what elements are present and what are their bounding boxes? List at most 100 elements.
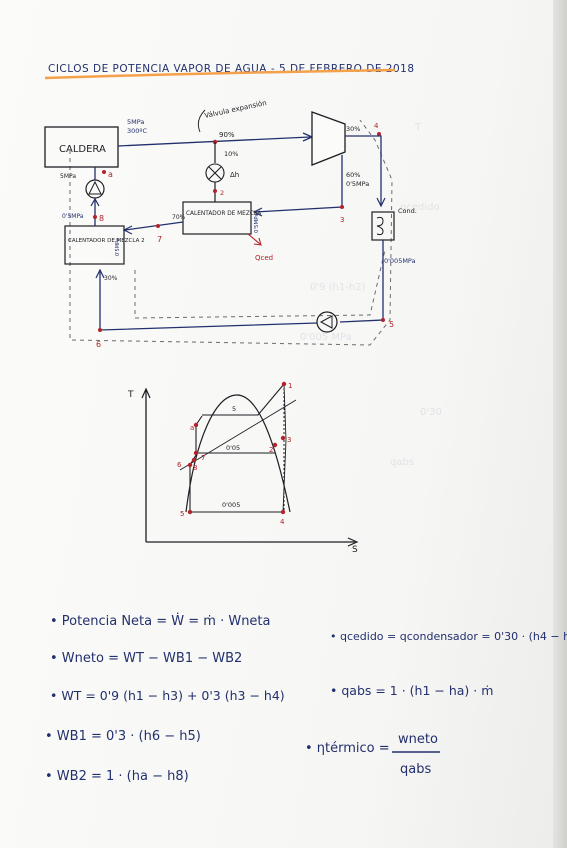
arrow-head <box>90 197 100 207</box>
split-main-pct: 90% <box>219 131 235 139</box>
arrow-head <box>95 268 105 279</box>
ts-iso-005: 0'05 <box>226 444 240 452</box>
ts-point-2: 2 <box>269 446 273 454</box>
turbine-extract-pressure: 0'5MPa <box>346 180 369 188</box>
point-5-label: 5 <box>389 320 394 329</box>
eq-eta-numerator: wneto <box>398 732 438 747</box>
arrow-head <box>253 237 262 246</box>
line-extraction <box>254 155 343 213</box>
ts-isobar-5 <box>202 383 285 416</box>
bleed-text: 0'005 MPa <box>300 332 352 343</box>
closed-heater-pct: 30% <box>104 275 118 282</box>
ts-point-6: 6 <box>177 461 182 469</box>
mix-heater-label: CALENTADOR DE MEZCLA <box>186 211 261 217</box>
line-turbine-condenser <box>345 135 382 205</box>
control-volume-outline <box>69 119 393 346</box>
point-6-dot <box>98 328 102 332</box>
point-7-dot <box>156 224 160 228</box>
valve-label: Válvula expansión <box>204 99 268 120</box>
qced-arrow <box>247 233 261 245</box>
arrow-head <box>347 537 359 547</box>
turbine-extract-pct: 60% <box>346 171 360 179</box>
eq-qabs: • qabs = 1 · (h1 − ha) · ṁ <box>330 683 493 698</box>
boiler-pressure: 5MPa <box>127 118 144 126</box>
ts-iso-5: 5 <box>232 405 236 413</box>
caldera-box <box>44 126 119 168</box>
point-8-dot <box>93 215 97 219</box>
eq-wneto: • Wneto = WT − WB1 − WB2 <box>50 651 242 666</box>
point-4-label: 4 <box>374 122 379 130</box>
cond-label: Cond. <box>398 207 417 215</box>
ts-iso-0005: 0'005 <box>222 501 240 509</box>
line-mix-closed <box>124 221 184 231</box>
ts-x-label: S <box>352 545 358 555</box>
control-volume-inner <box>134 249 386 319</box>
ts-points: 1 2 3 4 5 6 7 8 a <box>177 381 292 526</box>
mix-out-pct: 70% <box>172 214 186 221</box>
ts-point-5: 5 <box>180 510 184 518</box>
line-pump-heater <box>99 270 318 331</box>
boiler-temperature: 300ºC <box>127 127 147 135</box>
arrow-head <box>376 197 386 208</box>
eq-qcedido: • qcedido = qcondensador = 0'30 · (h4 − … <box>330 630 567 643</box>
point-3-label: 3 <box>340 216 344 224</box>
pump-pressure: 5MPa <box>60 173 76 180</box>
ts-point-3: 3 <box>287 436 291 444</box>
split-valve-pct: 10% <box>224 150 238 158</box>
closed-heater-label: CALENTADOR DE MEZCLA 2 <box>68 238 145 244</box>
bleed-text: 0'30 <box>420 407 442 418</box>
mix-heater-side: 0'5MPa <box>254 213 260 233</box>
bleed-text: qcedido <box>400 202 440 213</box>
point-8-label: 8 <box>99 214 104 223</box>
eq-wturbina: • WT = 0'9 (h1 − h3) + 0'3 (h3 − h4) <box>50 688 285 703</box>
point-5-dot <box>381 318 385 322</box>
pump-icon <box>319 315 333 329</box>
point-a-dot <box>102 170 106 174</box>
bleed-text: T <box>414 122 422 133</box>
mix-heater-box <box>182 201 252 235</box>
valve-note: Δh <box>230 171 239 179</box>
arrow-head <box>141 387 151 399</box>
page-edge <box>553 0 567 848</box>
pump-2 <box>316 311 338 333</box>
closed-heater-side: 0'5MPa <box>115 238 121 256</box>
point-2-label: 2 <box>220 189 224 197</box>
valve-label-pointer <box>197 109 206 133</box>
ts-point-7: 7 <box>201 454 205 462</box>
ts-throttle-line <box>179 399 297 471</box>
pump-icon <box>88 180 102 195</box>
condenser-box <box>371 211 395 241</box>
point-6-label: 6 <box>96 340 101 349</box>
eq-eta-lhs: • ηtérmico = <box>305 741 390 756</box>
equations: • Potencia Neta = Ẇ = ṁ · Wneta • Wneto … <box>45 613 567 784</box>
title-underline <box>44 68 396 80</box>
ts-point-1: 1 <box>288 382 292 390</box>
point-4-dot <box>377 132 381 136</box>
line-condenser-pump <box>339 240 384 323</box>
closed-heater-pressure: 0'5MPa <box>62 213 84 220</box>
cond-pressure: 0'005MPa <box>384 257 416 265</box>
turbine-split: 30% <box>346 125 360 133</box>
eq-potencia-neta: • Potencia Neta = Ẇ = ṁ · Wneta <box>50 613 271 629</box>
bleed-text: qabs <box>390 457 414 468</box>
ts-point-8: 8 <box>193 464 197 472</box>
eq-eta-denominator: qabs <box>400 762 431 777</box>
caldera-label: CALDERA <box>59 144 106 155</box>
bleed-through: T qcedido 0'30 qabs 0'9 (h1-h2) 0'005 MP… <box>300 122 442 468</box>
turbine <box>311 111 346 166</box>
point-7-label: 7 <box>157 235 162 244</box>
eq-wb2: • WB2 = 1 · (ha − h8) <box>45 769 189 784</box>
qced-label: Qced <box>255 254 273 262</box>
ts-point-4: 4 <box>280 518 285 526</box>
ts-y-label: T <box>127 390 134 400</box>
eq-wb1: • WB1 = 0'3 · (h6 − h5) <box>45 729 201 744</box>
point-a-label: a <box>108 170 113 179</box>
condenser-coil-icon <box>376 216 384 236</box>
ts-point-a: a <box>190 424 194 432</box>
valve-icon <box>208 166 222 180</box>
arrow-head <box>252 207 263 217</box>
point-3-dot <box>340 205 344 209</box>
point-2-dot <box>213 189 217 193</box>
bleed-text: 0'9 (h1-h2) <box>310 282 366 293</box>
